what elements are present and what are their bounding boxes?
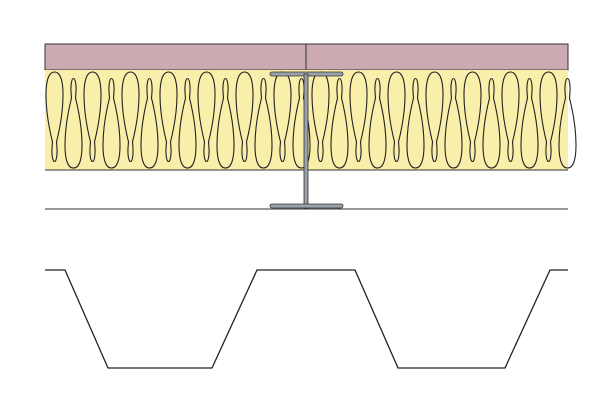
insulation-fibre-lobe: [254, 77, 273, 169]
insulation-fibre-lobe: [140, 77, 159, 169]
profiled-deck: [45, 269, 568, 369]
insulation-fibre-lobe: [425, 71, 444, 163]
insulation-fibre-lobe: [368, 77, 387, 169]
insulation-fibre-lobe: [501, 71, 520, 163]
insulation-fibre-lobe: [463, 71, 482, 163]
insulation-fibre-lobe: [273, 71, 292, 163]
insulation-fibre-lobe: [121, 71, 140, 163]
stud-bottom-flange: [269, 203, 344, 209]
insulation-fibre-lobe: [216, 77, 235, 169]
insulation-fibre-lobe: [64, 77, 83, 169]
insulation-fibre-lobe: [520, 77, 539, 169]
insulation-fibre-lobe: [482, 77, 501, 169]
insulation-fibres: [45, 71, 577, 169]
stud-web: [303, 73, 309, 209]
insulation-fibre-lobe: [83, 71, 102, 163]
steel-stud: [269, 71, 344, 209]
insulation-fibre-lobe: [102, 77, 121, 169]
insulation-fibre-lobe: [558, 77, 577, 169]
insulation-fibre-lobe: [311, 71, 330, 163]
insulation-fibre-lobe: [444, 77, 463, 169]
insulation-fibre-lobe: [330, 77, 349, 169]
insulation-fibre-lobe: [197, 71, 216, 163]
insulation-fibre-lobe: [406, 77, 425, 169]
insulation-fibre-lobe: [349, 71, 368, 163]
insulation-fibre-lobe: [159, 71, 178, 163]
insulation-fibre-lobe: [387, 71, 406, 163]
insulation-fibre-lobe: [45, 71, 64, 163]
insulation-fibre-lobe: [292, 77, 311, 169]
insulation-fibre-lobe: [178, 77, 197, 169]
insulation-fibre-lobe: [235, 71, 254, 163]
insulation-fibre-lobe: [539, 71, 558, 163]
